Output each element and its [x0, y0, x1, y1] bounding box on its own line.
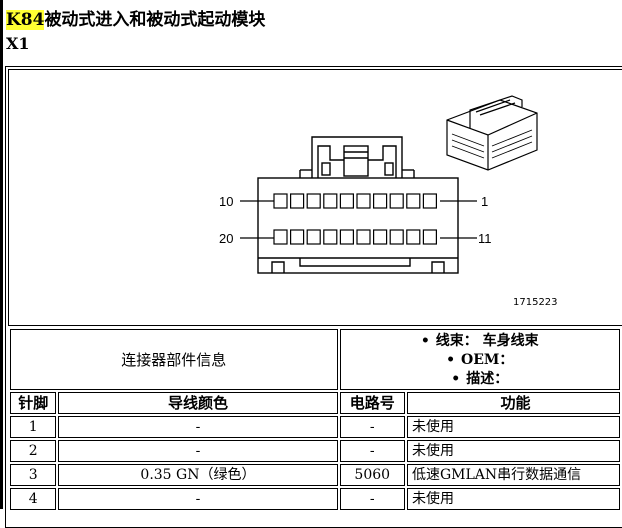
pin-cavity — [306, 229, 321, 245]
pin-cell: 2 — [10, 440, 57, 462]
function-cell: 低速GMLAN串行数据通信 — [406, 464, 620, 486]
page-title: K84被动式进入和被动式起动模块 — [6, 10, 265, 30]
wire-color-cell: - — [58, 488, 338, 510]
table-row: 1 - - 未使用 — [10, 416, 620, 438]
pin-label-1: 1 — [481, 194, 488, 209]
connector-body — [257, 177, 459, 274]
info-description: 描述： — [341, 370, 619, 389]
pin-cell: 3 — [10, 464, 57, 486]
connector-info-list: 线束： 车身线束 OEM： 描述： — [341, 332, 619, 389]
info-harness: 线束： 车身线束 — [341, 332, 619, 351]
circuit-cell: - — [339, 440, 405, 462]
table-row: 3 0.35 GN（绿色） 5060 低速GMLAN串行数据通信 — [10, 464, 620, 486]
pin-cavity — [323, 193, 338, 209]
pin-cavity — [273, 229, 288, 245]
pin-cell: 4 — [10, 488, 57, 510]
wire-color-cell: - — [58, 440, 338, 462]
pin-cavity — [373, 193, 388, 209]
table-row: 2 - - 未使用 — [10, 440, 620, 462]
header-circuit: 电路号 — [339, 392, 405, 414]
table-row: 4 - - 未使用 — [10, 488, 620, 510]
pin-cavity — [422, 193, 437, 209]
info-row: 连接器部件信息 线束： 车身线束 OEM： 描述： — [10, 329, 620, 390]
module-name: 被动式进入和被动式起动模块 — [44, 10, 266, 30]
function-cell: 未使用 — [406, 416, 620, 438]
connector-isometric-icon — [446, 95, 538, 171]
pin-label-10: 10 — [219, 194, 233, 209]
pin-cavity — [389, 229, 404, 245]
left-border — [0, 0, 3, 509]
header-wire-color: 导线颜色 — [58, 392, 338, 414]
pin-cavity — [406, 193, 421, 209]
pin-label-11: 11 — [478, 231, 492, 246]
pin-cavity — [290, 229, 305, 245]
pin-cavity — [422, 229, 437, 245]
wire-color-cell: 0.35 GN（绿色） — [58, 464, 338, 486]
pin-cavity — [356, 193, 371, 209]
circuit-cell: - — [339, 416, 405, 438]
connector-drawing: 10 1 20 11 — [219, 95, 538, 274]
pin-cavity — [406, 229, 421, 245]
pin-cavity — [339, 229, 354, 245]
connector-latch — [311, 136, 403, 178]
pin-cavity — [290, 193, 305, 209]
wire-color-cell: - — [58, 416, 338, 438]
circuit-cell: 5060 — [339, 464, 405, 486]
connector-id: X1 — [6, 34, 30, 53]
pin-cavity — [356, 229, 371, 245]
pin-cavity — [389, 193, 404, 209]
connector-info-label: 连接器部件信息 — [10, 329, 338, 390]
pin-cavity — [339, 193, 354, 209]
circuit-cell: - — [339, 488, 405, 510]
pin-cavity — [323, 229, 338, 245]
pinout-table: 连接器部件信息 线束： 车身线束 OEM： 描述： 针脚 导线颜色 电路号 功能… — [8, 327, 622, 512]
header-pin: 针脚 — [10, 392, 57, 414]
connector-info-details: 线束： 车身线束 OEM： 描述： — [339, 329, 620, 390]
pin-cavity — [306, 193, 321, 209]
pin-cavity — [273, 193, 288, 209]
header-function: 功能 — [406, 392, 620, 414]
pin-row-top — [273, 193, 437, 209]
function-cell: 未使用 — [406, 488, 620, 510]
connector-figure-cell — [8, 69, 622, 326]
pin-row-bottom — [273, 229, 437, 245]
function-cell: 未使用 — [406, 440, 620, 462]
info-oem: OEM： — [341, 351, 619, 370]
header-row: 针脚 导线颜色 电路号 功能 — [10, 392, 620, 414]
pin-cell: 1 — [10, 416, 57, 438]
pin-label-20: 20 — [219, 231, 233, 246]
module-code: K84 — [6, 10, 45, 30]
figure-id: 1715223 — [513, 297, 558, 308]
pin-cavity — [373, 229, 388, 245]
